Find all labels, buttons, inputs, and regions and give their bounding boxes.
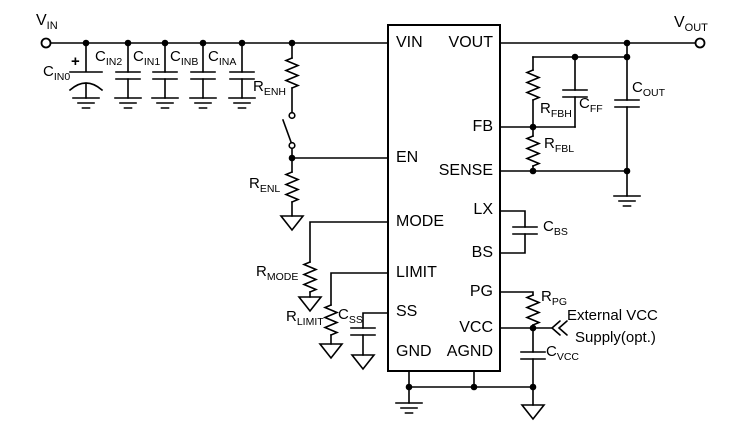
ic-pin-label-vout: VOUT [448,34,493,51]
label-cff: CFF [579,95,603,115]
ground-icon [72,97,100,109]
ic-pin-label-vin: VIN [396,34,423,51]
capacitor-cff [562,56,588,128]
ic-pin-label-en: EN [396,149,419,166]
cin0-polarity-mark: + [71,53,80,70]
fb-wire [499,122,576,132]
analog-ground-icon [521,404,545,420]
capacitor-cbs [499,210,538,254]
vout-terminal-icon [694,37,706,49]
label-rlimit: RLIMIT [286,308,324,328]
resistor-rfbl [526,126,540,172]
capacitor-cout [613,42,641,207]
resistor-rlimit [319,272,389,359]
junction-dot [404,382,414,392]
vin-terminal-label: VIN [36,12,58,33]
ic-pin-label-limit: LIMIT [396,264,437,281]
analog-ground-icon [280,215,304,231]
label-cout: COUT [632,79,666,99]
capacitor-css [350,312,389,370]
capacitor-cina [228,42,256,109]
external-vcc-annotation-line1: External VCC [567,307,658,324]
ic-pin-label-vcc: VCC [459,319,493,336]
label-rpg: RPG [541,288,568,308]
en-wire [287,153,389,163]
feedback-top-rail [532,52,628,62]
ic-pin-label-ss: SS [396,303,418,320]
label-rfbh: RFBH [540,100,572,120]
ground-icon [228,97,256,109]
capacitor-cinb [189,42,217,109]
ic-pin-label-gnd: GND [396,343,432,360]
capacitor-cin2 [114,42,142,109]
junction-dot [528,166,538,176]
ground-icon [114,97,142,109]
ic-body [387,24,501,372]
ic-pin-label-mode: MODE [396,213,444,230]
resistor-rfbh [526,56,540,128]
label-renh: RENH [253,78,287,98]
enable-switch-icon [281,111,296,159]
label-rmode: RMODE [256,263,299,283]
ground-icon [151,97,179,109]
resistor-rmode [298,221,389,312]
junction-dot [469,382,479,392]
label-rfbl: RFBL [544,135,575,155]
ic-pin-label-sense: SENSE [438,162,493,179]
resistor-renl [280,157,304,231]
vout-terminal-label: VOUT [674,14,708,35]
sense-wire [499,166,628,176]
ground-icon [395,402,423,414]
label-cbs: CBS [543,218,568,238]
label-cin2: CIN2 [95,48,123,68]
ic-pin-label-fb: FB [472,118,493,135]
ic-pin-label-bs: BS [471,244,493,261]
vcc-wire [499,320,568,336]
ic-pin-label-agnd: AGND [446,343,493,360]
ic-pin-label-lx: LX [473,201,493,218]
resistor-rpg [499,291,540,329]
ground-icon [613,195,641,207]
label-css: CSS [338,306,363,326]
label-cina: CINA [208,48,237,68]
resistor-renh [285,42,299,113]
label-cvcc: CVCC [546,343,580,363]
external-supply-chevrons-icon [550,320,568,336]
vin-terminal-icon [40,37,52,49]
label-renl: RENL [249,175,281,195]
capacitor-cvcc [520,327,546,388]
analog-ground-icon [351,354,375,370]
capacitor-cin0-polarized [68,42,104,109]
label-cinb: CINB [170,48,199,68]
output-rail [499,37,706,49]
ground-icon [189,97,217,109]
capacitor-cin1 [151,42,179,109]
analog-ground-icon [319,343,343,359]
label-cin0: CIN0 [43,63,71,83]
ground-pin-wires [395,370,545,420]
external-vcc-annotation-line2: Supply(opt.) [575,329,656,346]
ic-pin-label-pg: PG [469,283,493,300]
input-rail [40,37,389,49]
label-cin1: CIN1 [133,48,161,68]
